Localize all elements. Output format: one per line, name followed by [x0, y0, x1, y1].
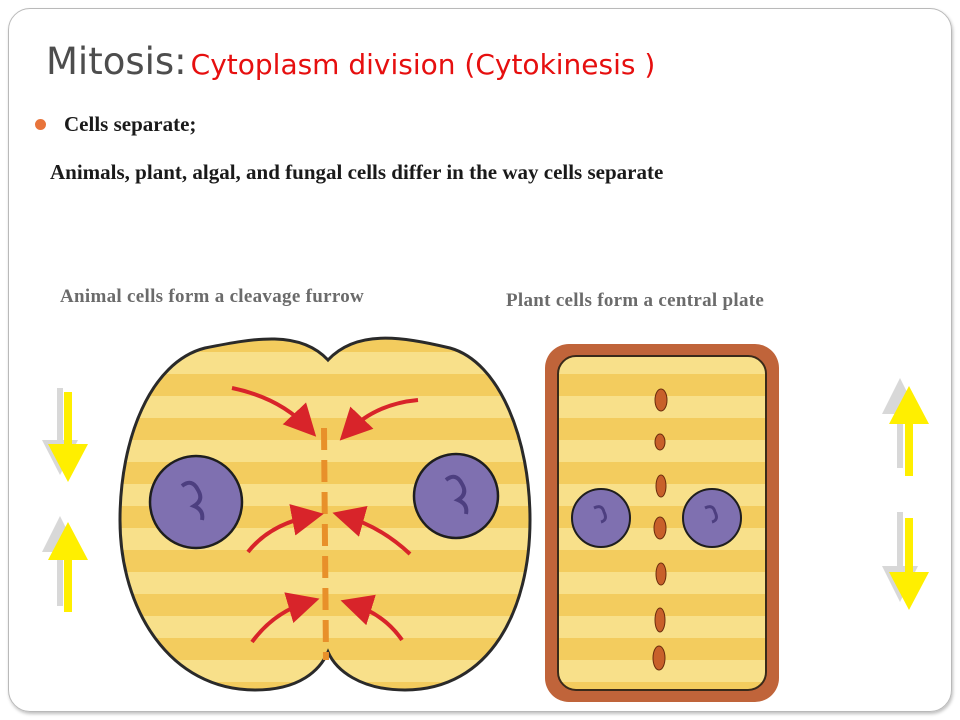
- nucleus-icon: [412, 452, 500, 540]
- yellow-arrow-up-icon: [42, 516, 88, 612]
- bullet-dot-icon: [35, 119, 46, 130]
- title-main: Mitosis:: [46, 40, 187, 83]
- bullet-item: Cells separate;: [35, 112, 196, 137]
- animal-cell: [118, 336, 532, 692]
- nucleus-icon: [682, 488, 742, 548]
- yellow-arrow-down-icon: [882, 512, 929, 610]
- title-subtitle: Cytoplasm division (Cytokinesis ): [190, 48, 656, 81]
- subline-text: Animals, plant, algal, and fungal cells …: [50, 160, 664, 184]
- bullet-text: Cells separate;: [64, 112, 197, 136]
- caption-plant: Plant cells form a central plate: [506, 290, 765, 311]
- cleavage-furrow: [321, 427, 329, 661]
- plant-cell: [545, 344, 779, 702]
- central-plate: [652, 388, 668, 671]
- yellow-arrow-down-icon: [42, 388, 88, 482]
- slide-frame: [8, 8, 952, 712]
- caption-animal: Animal cells form a cleavage furrow: [60, 286, 365, 307]
- red-arrow-icon: [231, 386, 419, 644]
- yellow-arrow-up-icon: [882, 378, 929, 476]
- nucleus-icon: [148, 454, 244, 550]
- nucleus-icon: [571, 488, 631, 548]
- slide-title: Mitosis:Cytoplasm division (Cytokinesis …: [46, 40, 655, 83]
